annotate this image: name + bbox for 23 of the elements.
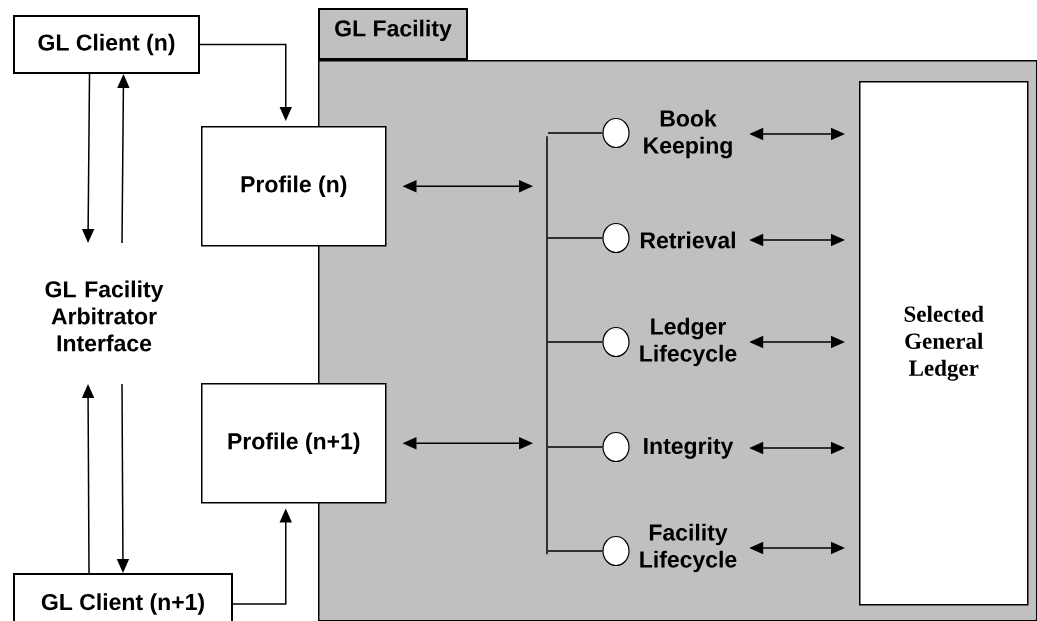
profile-box: Profile (n) xyxy=(201,126,387,247)
port-circle xyxy=(602,117,630,149)
connector-line xyxy=(547,132,604,134)
service-label: Retrieval xyxy=(640,231,735,249)
service-label: Ledger Lifecycle xyxy=(640,317,737,367)
port-circle xyxy=(602,431,630,463)
connector-line xyxy=(547,446,604,448)
connector-line xyxy=(547,341,604,343)
interface-label: GL Facility Arbitrator Interface xyxy=(45,280,164,352)
node-label: GL Facility xyxy=(335,19,452,42)
connector-line xyxy=(547,550,604,552)
profile-box: Profile (n+1) xyxy=(201,383,387,504)
port-circle xyxy=(602,535,630,567)
service-label: Integrity xyxy=(644,437,734,459)
service-label: Book Keeping xyxy=(644,109,732,159)
client-box: GL Client (n) xyxy=(13,15,200,74)
port-circle xyxy=(602,222,630,254)
bus-line xyxy=(546,136,548,555)
ledger-box: Selected General Ledger xyxy=(859,81,1029,606)
service-label: Facility Lifecycle xyxy=(640,523,737,573)
connector-line xyxy=(547,237,604,239)
client-box: GL Client (n+1) xyxy=(13,573,233,621)
port-circle xyxy=(602,326,630,358)
